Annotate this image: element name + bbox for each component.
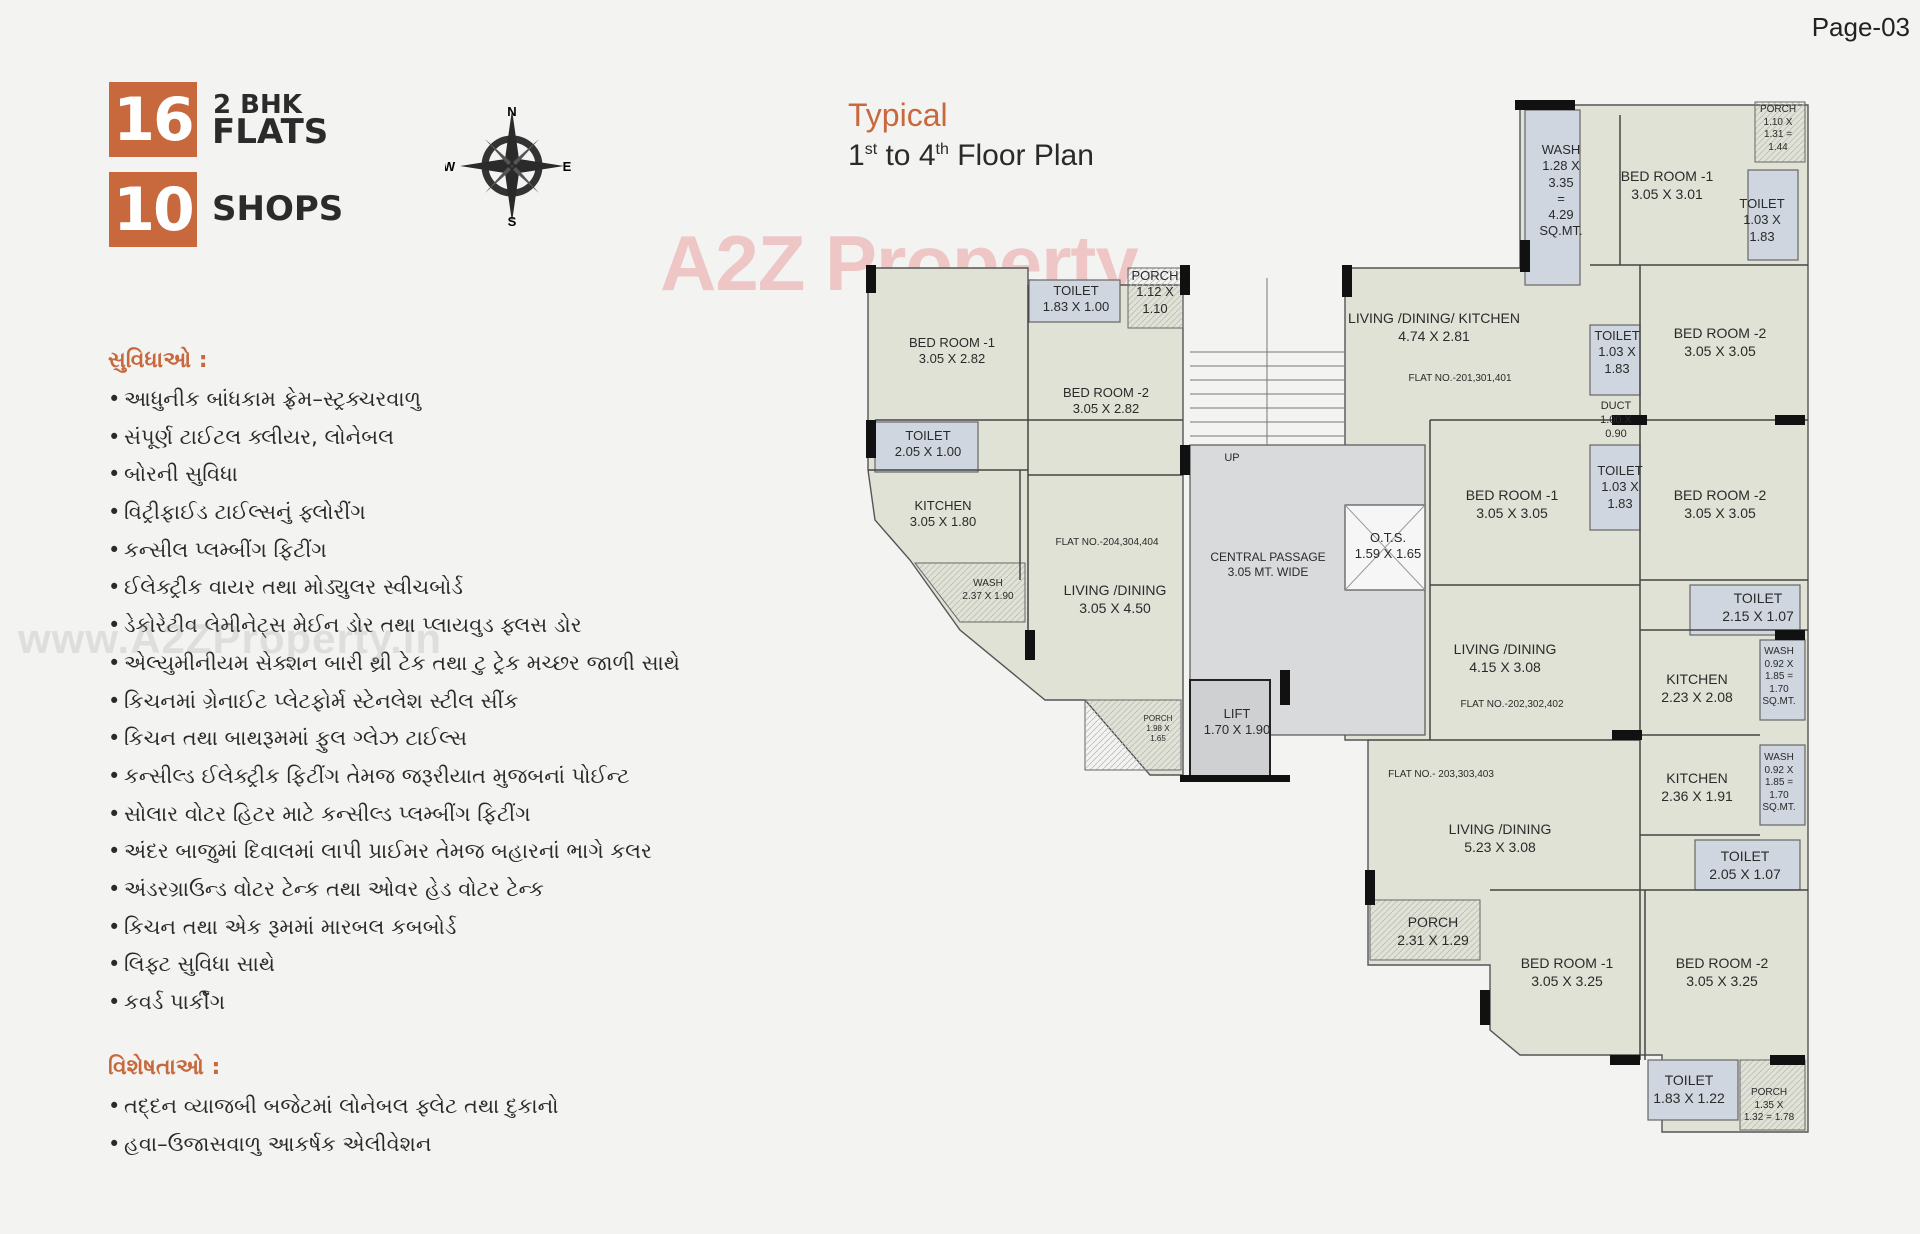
page-number: Page-03 (1811, 12, 1910, 42)
list-item: •હવા–ઉજાસવાળુ આકર્ષક એલીવેશન (108, 1131, 432, 1156)
list-item: •સોલાર વોટર હિટર માટે કન્સીલ્ડ પ્લમ્બીંગ… (108, 801, 531, 826)
plan-typical-label: Typical (848, 97, 948, 133)
list-item: •કિચન તથા બાથરૂમમાં ફુલ ગ્લેઝ ટાઈલ્સ (108, 726, 467, 751)
list-item: •અંડરગ્રાઉન્ડ વોટર ટેન્ક તથા ઓવર હેડ વોટ… (108, 876, 544, 901)
watermark-url: www.A2ZProperty.in (18, 615, 443, 662)
features-list: •તદ્દન વ્યાજબી બજેટમાં લોનેબલ ફ્લેટ તથા … (108, 1088, 559, 1163)
shops-label: SHOPS (212, 189, 344, 229)
list-item: •કિચન તથા એક રૂમમાં મારબલ કબબોર્ડ (108, 914, 457, 939)
list-item: •ડેકોરેટીવ લેમીનેટ્સ મેઈન ડોર તથા પ્લાયવ… (108, 613, 582, 638)
flats-count-badge: 16 (109, 82, 197, 157)
flats-label: FLATS (212, 112, 329, 152)
list-item: •કન્સીલ પ્લમ્બીંગ ફિટીંગ (108, 537, 327, 562)
plan-title: 1st to 4th Floor Plan (848, 139, 1094, 172)
list-item: •કિચનમાં ગ્રેનાઈટ પ્લેટફોર્મ સ્ટેનલેશ સ્… (108, 688, 519, 713)
compass-n: N (507, 104, 516, 119)
flats-type-label: 2 BHK (213, 90, 302, 120)
list-item: •કવર્ડ પાર્કીંગ (108, 990, 226, 1014)
staircase (1190, 278, 1345, 445)
shops-count-badge: 10 (109, 172, 197, 247)
features-title: વિશેષતાઓ : (108, 1055, 221, 1080)
list-item: •સંપૂર્ણ ટાઈટલ ક્લીયર, લોનેબલ (108, 424, 395, 449)
list-item: •ઈલેક્ટ્રીક વાયર તથા મોડ્યુલર સ્વીચબોર્ડ (108, 575, 463, 600)
compass-rose-icon: N S W E (445, 104, 572, 228)
amenities-list: •આધુનીક બાંધકામ ફ્રેમ–સ્ટ્રક્ચરવાળુ •સંપ… (108, 381, 680, 1022)
list-item: •અંદર બાજુમાં દિવાલમાં લાપી પ્રાઈમર તેમજ… (108, 839, 652, 864)
list-item: •તદ્દન વ્યાજબી બજેટમાં લોનેબલ ફ્લેટ તથા … (108, 1094, 559, 1118)
floor-plan (866, 100, 1809, 1133)
flat-204-outline (867, 267, 1184, 776)
list-item: •લિફ્ટ સુવિધા સાથે (108, 952, 275, 977)
list-item: •કન્સીલ્ડ ઈલેક્ટ્રીક ફિટીંગ તેમજ જરૂરીયા… (108, 763, 630, 788)
list-item: •એલ્યુમીનીયમ સેક્શન બારી થ્રી ટેક તથા ટુ… (108, 650, 680, 675)
list-item: •વિટ્રીફાઈડ ટાઈલ્સનું ફ્લોરીંગ (108, 500, 366, 525)
compass-e: E (563, 159, 572, 174)
list-item: •આધુનીક બાંધકામ ફ્રેમ–સ્ટ્રક્ચરવાળુ (108, 387, 421, 411)
lift-box (1189, 679, 1271, 781)
compass-w: W (445, 159, 456, 174)
list-item: •બોરની સુવિધા (108, 462, 238, 487)
amenities-title: સુવિધાઓ : (108, 348, 208, 373)
compass-s: S (508, 214, 517, 228)
